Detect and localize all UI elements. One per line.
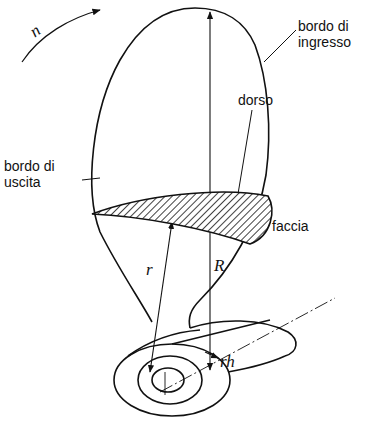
part-label: dorso bbox=[238, 92, 298, 108]
dimension-label: r bbox=[146, 262, 162, 278]
part-label: faccia bbox=[272, 218, 332, 234]
blade-section bbox=[92, 192, 272, 244]
rotation-symbol: n bbox=[27, 16, 53, 41]
part-label: bordo di ingresso bbox=[298, 18, 376, 50]
dimension-label: R bbox=[214, 258, 232, 274]
part-label: bordo di uscita bbox=[4, 158, 80, 190]
dimension-label: rh bbox=[220, 354, 250, 370]
